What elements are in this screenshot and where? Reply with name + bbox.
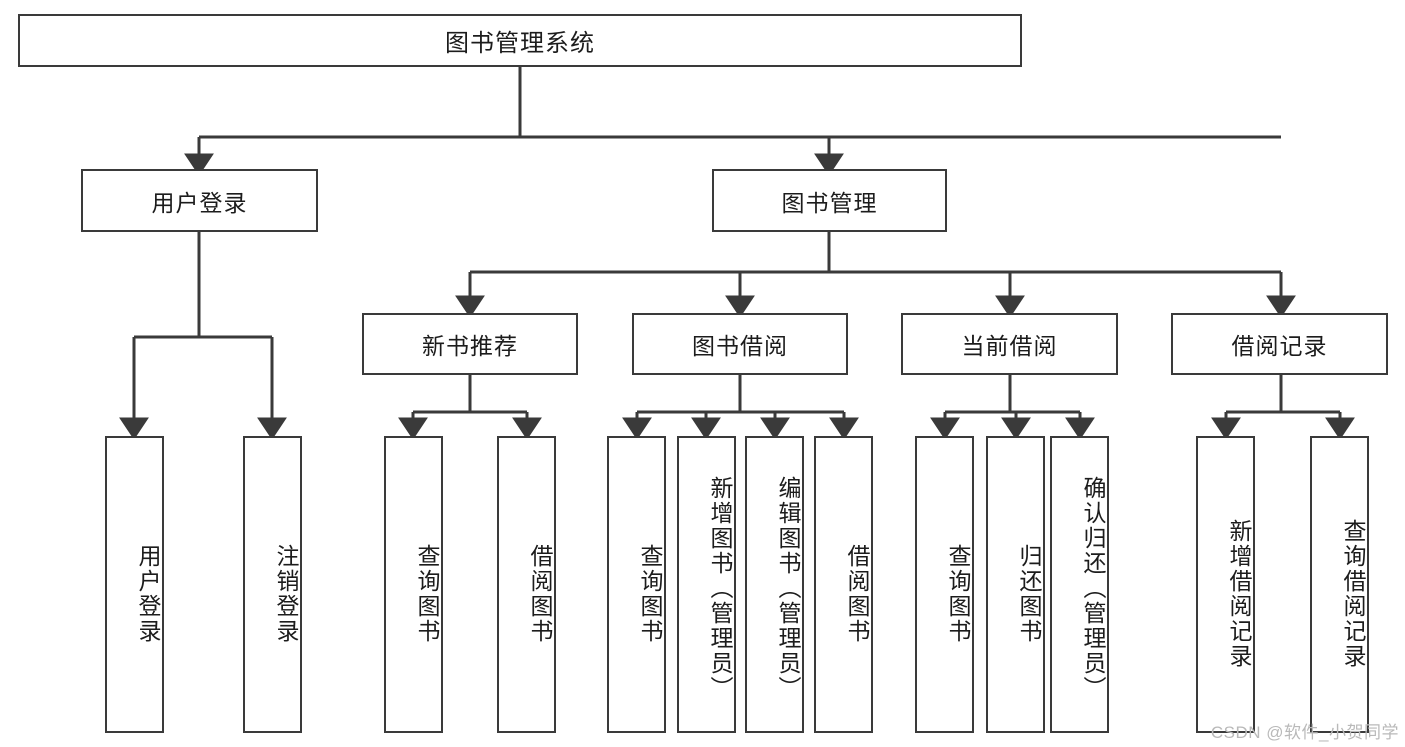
node-label: 用户登录 bbox=[151, 189, 248, 216]
node-current-borrow[interactable]: 当前借阅 bbox=[901, 313, 1118, 375]
leaf-borrow-book-recommend[interactable]: 借阅图书 bbox=[497, 436, 556, 733]
leaf-add-book-admin[interactable]: 新增图书（管理员） bbox=[677, 436, 736, 733]
node-new-book-recommend[interactable]: 新书推荐 bbox=[362, 313, 578, 375]
node-root-book-management-system[interactable]: 图书管理系统 bbox=[18, 14, 1022, 67]
node-label: 查询图书 bbox=[637, 543, 663, 644]
leaf-borrow-book[interactable]: 借阅图书 bbox=[814, 436, 873, 733]
leaf-confirm-return-admin[interactable]: 确认归还（管理员） bbox=[1050, 436, 1109, 733]
node-label: 图书管理系统 bbox=[445, 30, 595, 57]
leaf-user-login[interactable]: 用户登录 bbox=[105, 436, 164, 733]
node-label: 图书借阅 bbox=[692, 333, 788, 359]
node-label: 查询借阅记录 bbox=[1340, 518, 1366, 669]
leaf-query-borrow-record[interactable]: 查询借阅记录 bbox=[1310, 436, 1369, 733]
node-label: 图书管理 bbox=[781, 189, 878, 216]
leaf-query-book-recommend[interactable]: 查询图书 bbox=[384, 436, 443, 733]
node-book-borrow[interactable]: 图书借阅 bbox=[632, 313, 848, 375]
node-label: 编辑图书（管理员） bbox=[775, 476, 801, 701]
node-label: 用户登录 bbox=[135, 543, 161, 644]
node-label: 借阅图书 bbox=[844, 543, 870, 644]
node-label: 新书推荐 bbox=[422, 333, 518, 359]
leaf-logout[interactable]: 注销登录 bbox=[243, 436, 302, 733]
leaf-query-book-current[interactable]: 查询图书 bbox=[915, 436, 974, 733]
node-borrow-record[interactable]: 借阅记录 bbox=[1171, 313, 1388, 375]
node-label: 查询图书 bbox=[414, 543, 440, 644]
node-label: 新增借阅记录 bbox=[1226, 518, 1252, 669]
node-label: 注销登录 bbox=[273, 543, 299, 644]
node-label: 新增图书（管理员） bbox=[707, 476, 733, 701]
watermark: CSDN @软件_小贺同学 bbox=[1210, 723, 1399, 742]
leaf-return-book[interactable]: 归还图书 bbox=[986, 436, 1045, 733]
node-user-login[interactable]: 用户登录 bbox=[81, 169, 318, 232]
node-label: 借阅图书 bbox=[527, 543, 553, 644]
node-label: 借阅记录 bbox=[1231, 333, 1328, 359]
node-label: 归还图书 bbox=[1016, 543, 1042, 644]
leaf-edit-book-admin[interactable]: 编辑图书（管理员） bbox=[745, 436, 804, 733]
node-label: 当前借阅 bbox=[961, 333, 1058, 359]
node-label: 查询图书 bbox=[945, 543, 971, 644]
leaf-add-borrow-record[interactable]: 新增借阅记录 bbox=[1196, 436, 1255, 733]
node-book-management[interactable]: 图书管理 bbox=[712, 169, 947, 232]
leaf-query-book-borrow[interactable]: 查询图书 bbox=[607, 436, 666, 733]
node-label: 确认归还（管理员） bbox=[1080, 476, 1106, 701]
